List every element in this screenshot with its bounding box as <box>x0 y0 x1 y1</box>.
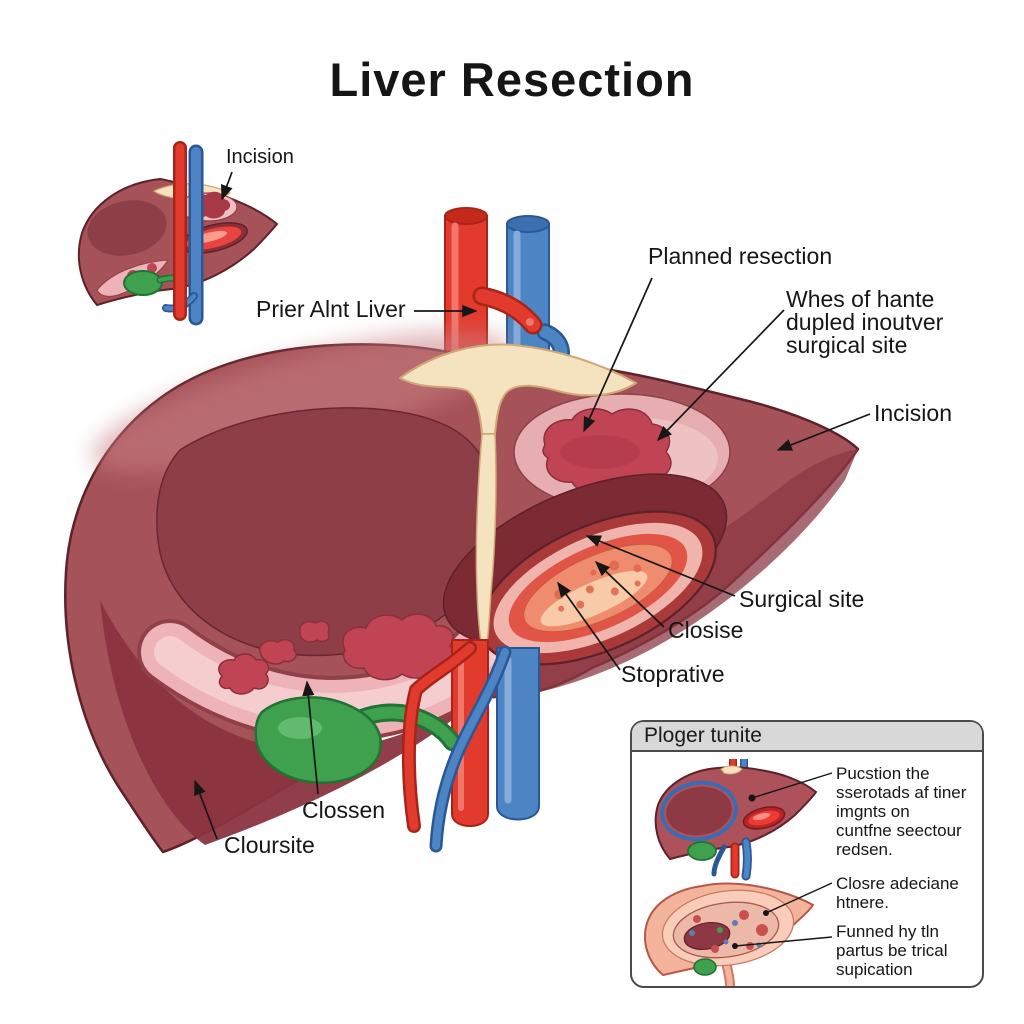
tumor-blob <box>218 653 270 695</box>
gallbladder <box>254 696 383 784</box>
label-vessel: Prier Alnt Liver <box>256 296 406 322</box>
label-surgical-site: Surgical site <box>739 586 865 612</box>
label-cloursite: Cloursite <box>224 832 315 858</box>
label-planned-resection: Planned resection <box>648 243 833 269</box>
label-wedge-site: Whes of hante dupled inoutver surgical s… <box>786 286 944 358</box>
legend-title: Ploger tunite <box>644 724 762 747</box>
tumor-blob <box>299 620 330 643</box>
inferior-vessels <box>343 639 540 853</box>
legend-header: Ploger tunite <box>632 722 982 752</box>
tumor-blob <box>259 638 297 665</box>
legend-illustrations <box>644 759 833 986</box>
legend-item: Closre adeciane htnere. <box>836 874 959 912</box>
label-closise: Closise <box>668 617 744 643</box>
label-stoprative: Stoprative <box>621 661 725 687</box>
legend-liver-bottom <box>644 882 833 986</box>
tumor-blob <box>342 613 456 681</box>
legend-box: Ploger tunite <box>630 720 984 988</box>
legend-item: Funned hy tln partus be trical supicatio… <box>836 922 948 979</box>
page-title: Liver Resection <box>329 53 695 106</box>
legend-item: Pucstion the sserotads af tiner imgnts o… <box>836 764 967 859</box>
label-clossen: Clossen <box>302 797 386 823</box>
surgical-wound <box>442 473 728 666</box>
legend-liver-top <box>654 759 833 881</box>
label-incision: Incision <box>874 400 952 426</box>
label-mini-incision: Incision <box>226 146 294 168</box>
mini-liver-preop <box>77 141 279 326</box>
leader-lines <box>194 171 871 840</box>
